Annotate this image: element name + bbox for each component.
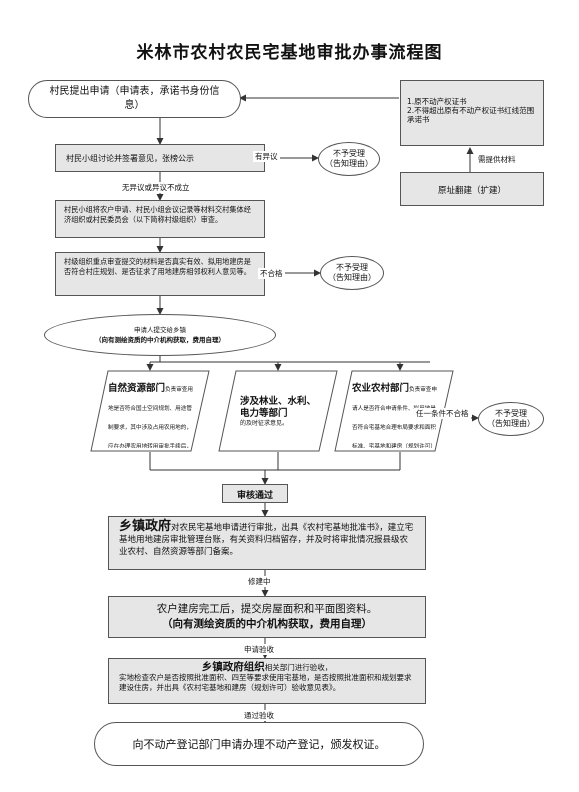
reject-oval-2: 不予受理 （告知理由）: [320, 256, 384, 290]
reject-1-title: 不予受理: [333, 149, 365, 158]
reject-oval-3: 不予受理 （告知理由）: [478, 402, 544, 436]
reject-1-reason: （告知理由）: [325, 159, 373, 168]
apply-accept-label: 申请验收: [242, 644, 276, 655]
unqualified-label: 不合格: [258, 268, 285, 279]
final-step: 向不动产登记部门申请办理不动产登记，颁发权证。: [94, 722, 424, 766]
side-doc-1: 1.原不动产权证书: [407, 97, 467, 106]
forestry-text: 涉及林业、水利、电力等部门 的及时征求意见。: [240, 396, 318, 428]
reject-oval-1: 不予受理 （告知理由）: [318, 142, 380, 176]
village-review-step: 村级组织重点审查提交的材料是否真实有效、拟用地建房是否符合村庄规划、是否征求了用…: [55, 252, 265, 296]
township-head: 乡镇政府: [119, 519, 172, 534]
org-body-1: 相关部门进行验收，: [264, 663, 333, 672]
building-label: 修建中: [246, 576, 273, 587]
side-doc-2: 2.不得超出原有不动产权证书红线范围承诺书: [407, 106, 535, 124]
apply-step: 村民提出申请（申请表，承诺书身份信息）: [28, 80, 241, 118]
township-approval-step: 乡镇政府对农民宅基地申请进行审批，出具《农村宅基地批准书》，建立宅基地用地建房审…: [108, 516, 426, 570]
agriculture-head: 农业农村部门: [352, 383, 410, 394]
submit-township-ellipse: 申请人提交给乡镇 （向有测绘资质的中介机构获取，费用自理）: [44, 314, 276, 356]
forestry-head: 涉及林业、水利、电力等部门: [240, 396, 317, 419]
org-body-2: 实地检查农户是否按照批准面积、四至等要求使用宅基地，是否按照批准面积和规划要求建…: [119, 673, 412, 692]
org-head: 乡镇政府组织: [201, 661, 265, 673]
natural-resources-text: 自然资源部门负责审查用地是否符合国土空间规划、用途管制要求，其中涉及占用农用地的…: [108, 376, 196, 448]
agriculture-text: 农业农村部门负责审查申请人是否符合申请条件、拟用地是否符合宅基地合理布局要求和面…: [352, 376, 438, 448]
reject-3-reason: （告知理由）: [487, 419, 535, 428]
page-title: 米林市农村农民宅基地审批办事流程图: [136, 43, 443, 63]
approved-step: 审核通过: [222, 484, 288, 503]
forestry-shape: [218, 370, 338, 452]
completion-note: （向有测绘资质的中介机构获取，费用自理）: [162, 618, 372, 630]
township-body: 对农民宅基地申请进行审批，出具《农村宅基地批准书》，建立宅基地用地建房审批管理台…: [119, 523, 414, 557]
natural-resources-shape: [90, 370, 210, 452]
forestry-body: 的及时征求意见。: [240, 420, 289, 427]
agriculture-body: 负责审查申请人是否符合申请条件、拟用地是否符合宅基地合理布局要求和面积标准、宅基…: [352, 387, 437, 448]
township-inspection-step: 乡镇政府组织相关部门进行验收， 实地检查农户是否按照批准面积、四至等要求使用宅基…: [108, 658, 426, 704]
side-required-docs: 1.原不动产权证书 2.不得超出原有不动产权证书红线范围承诺书: [400, 80, 544, 146]
no-objection-label: 无异议或异议不成立: [120, 182, 192, 193]
reject-2-reason: （告知理由）: [328, 273, 376, 282]
group-discuss-step: 村民小组讨论并签署意见，张榜公示: [55, 144, 265, 172]
submit-township-text: 申请人提交给乡镇: [134, 326, 186, 334]
completion-text: 农户建房完工后，提交房屋面积和平面图资料。: [156, 603, 378, 615]
agriculture-shape: [334, 370, 454, 452]
survey-note-text: （向有测绘资质的中介机构获取，费用自理）: [95, 336, 225, 344]
side-docs-label: 需提供材料: [476, 154, 518, 165]
reject-2-title: 不予受理: [336, 263, 368, 272]
any-fail-label: 任一条件不合格: [414, 408, 471, 419]
natural-resources-head: 自然资源部门: [108, 383, 166, 394]
natural-resources-body: 负责审查用地是否符合国土空间规划、用途管制要求，其中涉及占用农用地的，应在办理农…: [108, 387, 193, 448]
submit-materials-step: 村民小组将农户申请、村民小组会议记录等材料交村集体经济组织或村民委员会（以下简称…: [55, 200, 265, 238]
completion-step: 农户建房完工后，提交房屋面积和平面图资料。 （向有测绘资质的中介机构获取，费用自…: [108, 596, 426, 638]
objection-label: 有异议: [253, 151, 280, 162]
side-rebuild: 原址翻建（扩建）: [400, 172, 544, 206]
pass-label: 通过验收: [242, 710, 276, 721]
reject-3-title: 不予受理: [495, 409, 527, 418]
